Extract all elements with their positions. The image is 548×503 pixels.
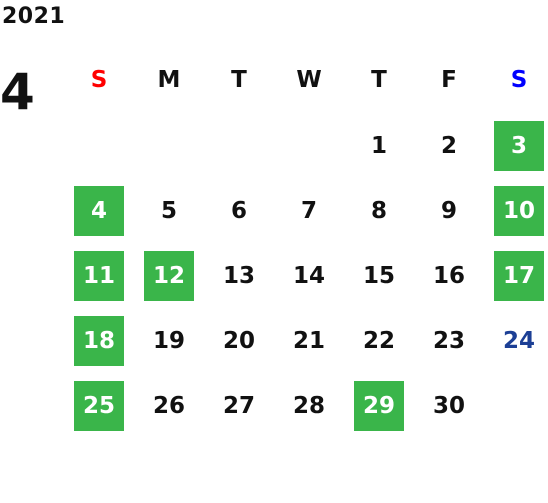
day-number: 11 (74, 250, 124, 301)
day-cell[interactable]: 8 (344, 178, 414, 243)
day-cell[interactable]: 11 (64, 243, 134, 308)
weekday-header-fri: F (441, 67, 457, 93)
day-cell[interactable]: 21 (274, 308, 344, 373)
day-number: 10 (494, 185, 544, 236)
weekday-header-sun: S (90, 67, 108, 93)
day-number: 28 (292, 392, 325, 419)
day-number: 19 (152, 327, 185, 354)
day-number: 7 (300, 197, 317, 224)
day-number: 9 (440, 197, 457, 224)
day-number: 27 (222, 392, 255, 419)
day-number: 24 (502, 327, 535, 354)
day-number: 2 (440, 132, 457, 159)
day-cell[interactable]: 13 (204, 243, 274, 308)
day-number: 6 (230, 197, 247, 224)
day-number: 20 (222, 327, 255, 354)
day-cell[interactable]: 19 (134, 308, 204, 373)
day-cell[interactable]: 15 (344, 243, 414, 308)
month-number: 4 (0, 63, 35, 121)
weekday-header-sat: S (510, 67, 528, 93)
weekday-header-thu: T (371, 67, 387, 93)
day-cell[interactable]: 27 (204, 373, 274, 438)
day-number: 26 (152, 392, 185, 419)
weekday-header-tue: T (231, 67, 247, 93)
day-cell[interactable]: 23 (414, 308, 484, 373)
day-cell[interactable]: 14 (274, 243, 344, 308)
day-number: 14 (292, 262, 325, 289)
day-cell[interactable]: 7 (274, 178, 344, 243)
day-number: 22 (362, 327, 395, 354)
day-cell[interactable]: 16 (414, 243, 484, 308)
day-cell[interactable]: 30 (414, 373, 484, 438)
day-number: 3 (494, 120, 544, 171)
day-number: 29 (354, 380, 404, 431)
day-number: 12 (144, 250, 194, 301)
day-cell[interactable]: 22 (344, 308, 414, 373)
weekday-header-mon: M (157, 67, 181, 93)
day-cell[interactable]: 29 (344, 373, 414, 438)
day-cell[interactable]: 5 (134, 178, 204, 243)
day-cell[interactable]: 1 (344, 113, 414, 178)
day-cell[interactable]: 20 (204, 308, 274, 373)
day-cell[interactable]: 17 (484, 243, 548, 308)
day-cell[interactable]: 9 (414, 178, 484, 243)
day-cell[interactable]: 25 (64, 373, 134, 438)
day-number: 21 (292, 327, 325, 354)
day-number: 25 (74, 380, 124, 431)
day-cell[interactable]: 2 (414, 113, 484, 178)
day-number: 23 (432, 327, 465, 354)
year-label: 2021 (2, 4, 66, 29)
day-cell[interactable]: 18 (64, 308, 134, 373)
day-number: 18 (74, 315, 124, 366)
day-number: 5 (160, 197, 177, 224)
day-cell[interactable]: 6 (204, 178, 274, 243)
day-number: 4 (74, 185, 124, 236)
weekday-header-wed: W (296, 67, 322, 93)
day-number: 8 (370, 197, 387, 224)
day-number: 15 (362, 262, 395, 289)
day-cell[interactable]: 10 (484, 178, 548, 243)
day-number: 17 (494, 250, 544, 301)
day-cell[interactable]: 4 (64, 178, 134, 243)
day-cell[interactable]: 3 (484, 113, 548, 178)
day-number: 13 (222, 262, 255, 289)
day-number: 1 (370, 132, 387, 159)
day-cell[interactable]: 12 (134, 243, 204, 308)
day-number: 16 (432, 262, 465, 289)
day-cell[interactable]: 24 (484, 308, 548, 373)
day-cell[interactable]: 28 (274, 373, 344, 438)
day-number: 30 (432, 392, 465, 419)
day-cell[interactable]: 26 (134, 373, 204, 438)
